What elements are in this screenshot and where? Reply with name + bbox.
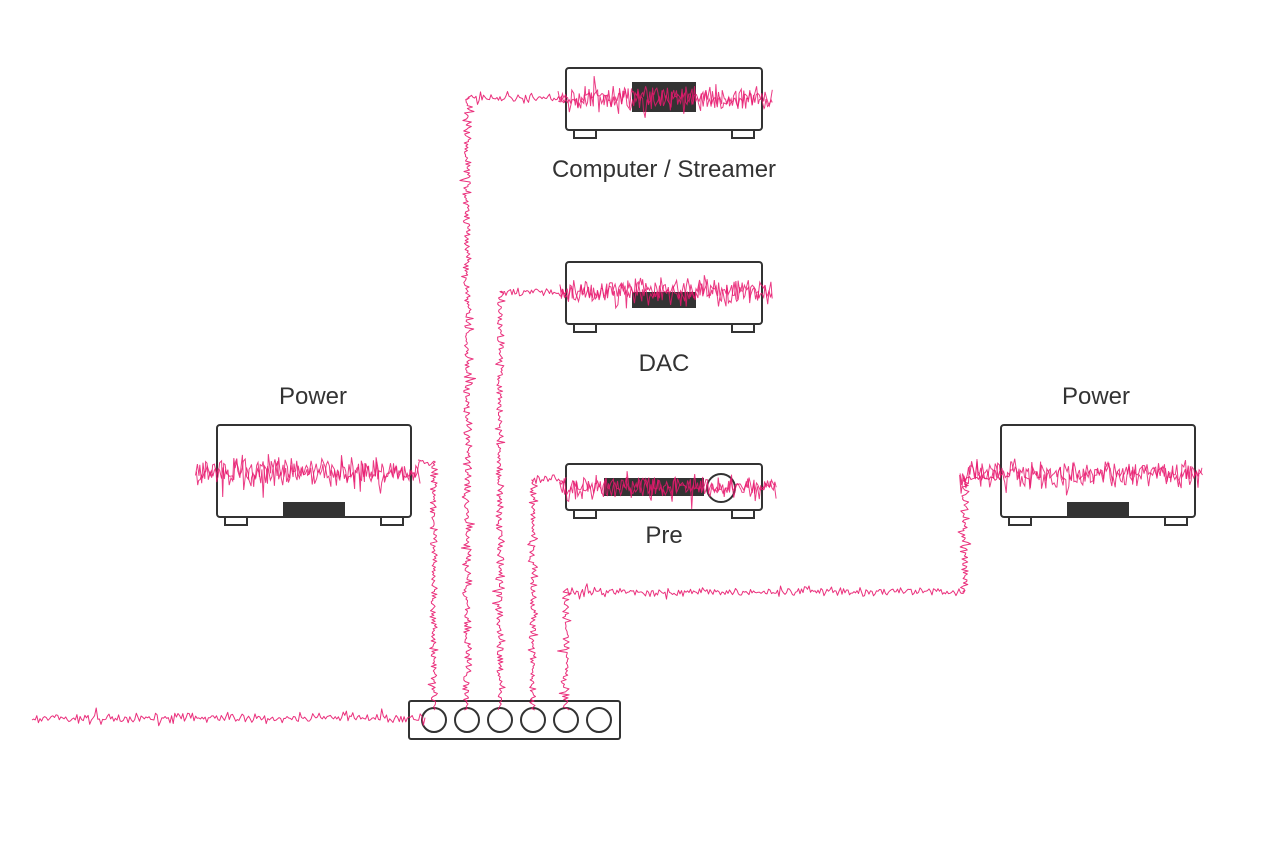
pre-device-foot-left	[573, 509, 597, 519]
power-left-device-foot-right	[380, 516, 404, 526]
dac-device-foot-left	[573, 323, 597, 333]
noise-cable-power-right	[557, 475, 1002, 711]
power-strip	[408, 700, 621, 740]
noise-cable-pre	[527, 474, 567, 711]
power-right-label: Power	[1061, 383, 1131, 410]
pre-label: Pre	[645, 522, 683, 549]
power-right-device-foot-right	[1164, 516, 1188, 526]
noise-dac-2	[559, 275, 773, 307]
noise-power-right-2	[959, 458, 1203, 489]
pre-device-foot-right	[731, 509, 755, 519]
noise-cable-computer	[459, 91, 567, 711]
noise-cable-power-left	[417, 459, 439, 711]
power-left-device-foot-left	[224, 516, 248, 526]
noise-cable-dac	[492, 287, 567, 711]
power-outlet-2	[454, 707, 480, 733]
power-right-device-foot-left	[1008, 516, 1032, 526]
power-left-device-display	[283, 502, 345, 518]
power-outlet-6	[586, 707, 612, 733]
power-strip-body	[408, 700, 621, 740]
power-left-label: Power	[278, 383, 348, 410]
noise-dac-1	[559, 277, 773, 310]
power-outlet-1	[421, 707, 447, 733]
noise-layer	[31, 76, 1203, 727]
dac-label: DAC	[638, 350, 690, 377]
power-outlet-4	[520, 707, 546, 733]
computer-streamer-device-foot-right	[731, 129, 755, 139]
pre-device-knob	[706, 473, 736, 503]
noise-power-left-1	[195, 454, 421, 498]
power-outlet-3	[487, 707, 513, 733]
pre-device-body	[565, 463, 763, 511]
computer-streamer-device-foot-left	[573, 129, 597, 139]
power-right-device-display	[1067, 502, 1129, 518]
dac-device-foot-right	[731, 323, 755, 333]
power-outlet-5	[553, 707, 579, 733]
computer-streamer-label: Computer / Streamer	[551, 156, 777, 183]
noise-power-left-2	[195, 454, 421, 492]
noise-computer-2	[557, 76, 773, 114]
noise-pre-2	[559, 471, 777, 510]
noise-mains-line	[31, 707, 426, 727]
computer-streamer-device-body	[565, 67, 763, 131]
